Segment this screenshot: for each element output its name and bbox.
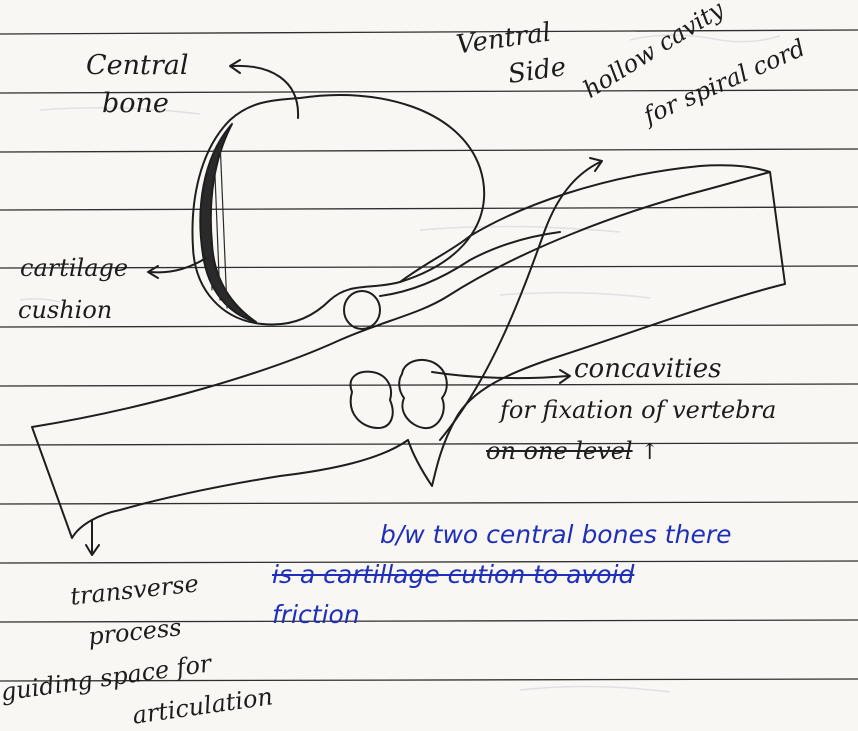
label-concavities: concavities [574,356,722,382]
label-fixation-2-wrap: on one level ↑ [486,438,659,464]
label-central-bone-1: Central [86,52,189,79]
label-cartilage-1: cartilage [20,256,128,280]
label-fixation-2: on one level [486,437,633,465]
label-cartilage-2: cushion [18,298,112,322]
note-line-1: b/w two central bones there [380,522,732,547]
fixation-up-arrow-icon: ↑ [641,440,659,465]
label-central-bone-2: bone [102,90,169,117]
hollow-cavity-circle [344,291,380,329]
note-line-2: is a cartillage cution to avoid [272,562,634,587]
label-fixation-1: for fixation of vertebra [500,398,776,422]
note-line-3: friction [272,602,360,627]
arch-upper-curve [400,165,770,282]
concavity-right [399,360,447,428]
concavities-arrow [432,372,568,378]
cartilage-cushion-shading [200,124,256,322]
label-ventral-2: Side [506,54,567,88]
concavity-left [351,372,393,428]
